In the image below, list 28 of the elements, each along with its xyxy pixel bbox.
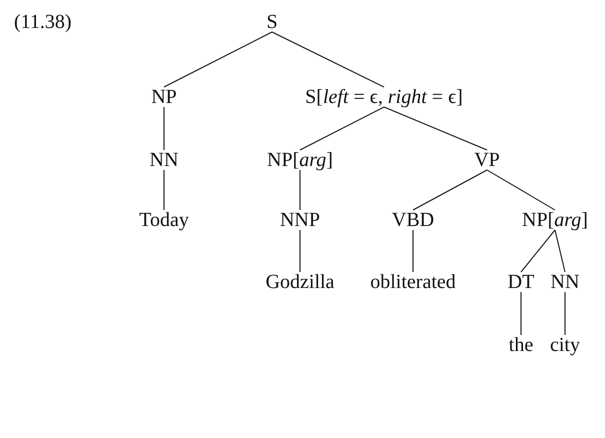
tree-label: NP: [151, 85, 177, 109]
tree-label: S[left = ϵ, right = ϵ]: [305, 85, 463, 109]
tree-branch: [412, 170, 488, 210]
tree-label: S: [266, 10, 278, 34]
tree-label: NNP: [280, 208, 320, 232]
tree-branch: [520, 292, 522, 336]
tree-branch: [272, 32, 384, 88]
tree-label: Today: [139, 208, 189, 232]
tree-branch: [384, 106, 488, 150]
tree-label: VP: [474, 148, 500, 172]
tree-label: DT: [508, 270, 534, 294]
tree-label: NN: [550, 270, 580, 294]
tree-branch: [554, 230, 566, 272]
tree-label: NP[arg]: [267, 148, 333, 172]
tree-label: city: [550, 333, 580, 357]
tree-label: NP[arg]: [522, 208, 588, 232]
tree-label: the: [508, 333, 534, 357]
example-number: (11.38): [14, 10, 72, 34]
tree-label: Godzilla: [266, 270, 334, 294]
tree-branch: [564, 292, 566, 336]
tree-branch: [300, 106, 384, 150]
tree-label: VBD: [392, 208, 434, 232]
tree-label: obliterated: [370, 270, 456, 294]
tree-branch: [486, 170, 556, 210]
tree-branch: [520, 230, 556, 272]
tree-branch: [412, 230, 414, 272]
tree-label: NN: [150, 148, 178, 172]
tree-branch: [164, 32, 272, 88]
